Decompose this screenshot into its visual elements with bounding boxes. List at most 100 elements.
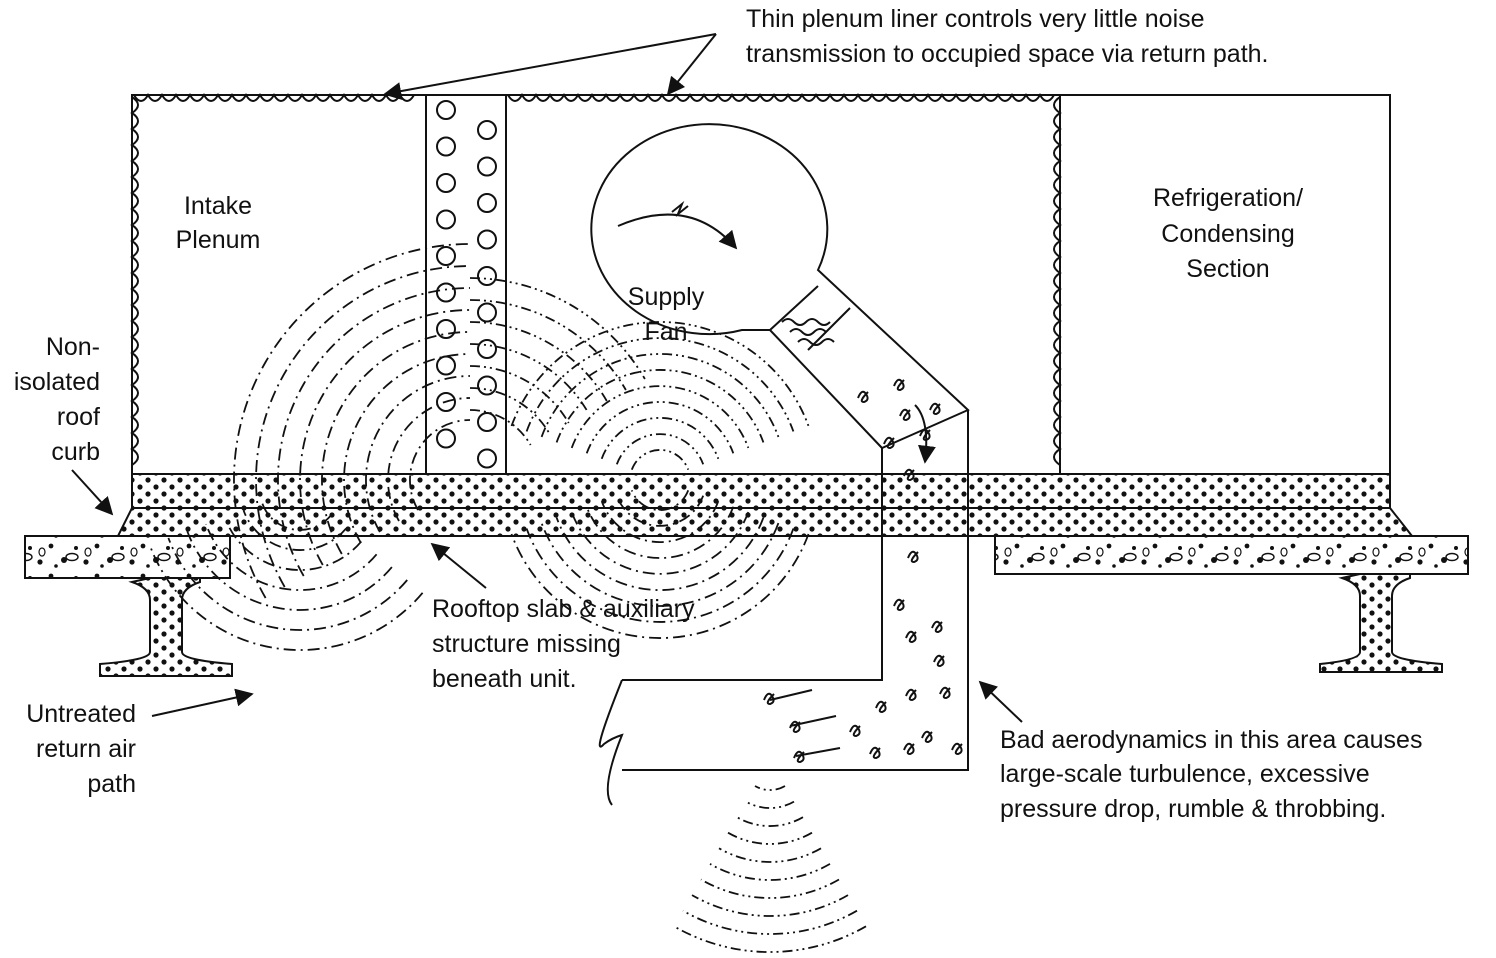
curb-label-2: isolated bbox=[14, 368, 100, 396]
noise-wave-arc bbox=[277, 287, 471, 577]
noise-wave-arc bbox=[223, 517, 362, 571]
slab-label-1: Rooftop slab & auxiliary bbox=[432, 595, 695, 623]
fan-rotation-arrow bbox=[617, 213, 738, 250]
noise-wave-arc bbox=[600, 416, 720, 460]
flex-connector-waves bbox=[781, 318, 835, 346]
coil-circle bbox=[477, 339, 497, 359]
roof-slab-right bbox=[994, 535, 1469, 575]
noise-wave-arc bbox=[585, 506, 735, 559]
noise-wave-arc bbox=[555, 369, 765, 443]
turbulence-squiggle bbox=[931, 620, 943, 634]
liner-note-line-2: transmission to occupied space via retur… bbox=[746, 40, 1269, 68]
noise-wave-arc bbox=[525, 337, 795, 432]
noise-wave-arc bbox=[570, 511, 750, 575]
coil-circle bbox=[477, 156, 497, 177]
turbulence-squiggle bbox=[883, 436, 895, 450]
coil-circle bbox=[436, 246, 456, 266]
roof-slab-left bbox=[24, 535, 231, 579]
supply-duct bbox=[622, 410, 969, 771]
coil-circle bbox=[477, 375, 497, 396]
plenum-liner bbox=[130, 93, 1062, 466]
coil-circle bbox=[436, 319, 456, 339]
fan-rotation-tick bbox=[671, 200, 689, 218]
noise-wave-arc bbox=[727, 831, 813, 845]
coil-circle bbox=[477, 229, 497, 250]
noise-wave-arc bbox=[167, 537, 408, 631]
return-label-1: Untreated bbox=[26, 700, 136, 728]
turbulence-line bbox=[789, 715, 837, 727]
curb-label-3: roof bbox=[57, 403, 100, 431]
noise-wave-arc bbox=[600, 500, 720, 544]
noise-wave-arc bbox=[233, 243, 471, 599]
turbulence-squiggle bbox=[793, 750, 805, 764]
noise-wave-arc bbox=[570, 385, 750, 449]
turbulence-line bbox=[795, 747, 841, 757]
turbulence-squiggle bbox=[875, 700, 887, 714]
duct-flow-arrow bbox=[914, 404, 936, 464]
duct-break bbox=[598, 679, 624, 806]
intake-label-1: Intake bbox=[184, 192, 252, 220]
turbulence-squiggle bbox=[789, 720, 801, 734]
return-label-2: return air bbox=[36, 735, 136, 763]
curb-label-1: Non- bbox=[46, 333, 100, 361]
coil-circle bbox=[477, 120, 497, 140]
noise-wave-arc bbox=[615, 495, 705, 527]
noise-wave-arc bbox=[469, 321, 608, 402]
coil-circle bbox=[477, 412, 497, 432]
supply-label-2: Fan bbox=[644, 318, 687, 346]
noise-wave-arc bbox=[469, 365, 570, 424]
liner-scallop bbox=[1053, 96, 1062, 466]
liner-scallop bbox=[133, 93, 415, 102]
refrig-label-2: Condensing bbox=[1161, 220, 1294, 248]
flex-connector bbox=[769, 285, 851, 351]
supply-label-1: Supply bbox=[628, 283, 705, 311]
noise-waves bbox=[148, 243, 867, 953]
coil-circle bbox=[477, 448, 497, 469]
noise-wave-arc bbox=[540, 353, 780, 438]
turbulence-marks bbox=[763, 378, 963, 764]
supply-fan-housing bbox=[590, 123, 970, 450]
noise-wave-arc bbox=[261, 503, 332, 531]
return-label-3: path bbox=[87, 770, 136, 798]
turbulence-squiggle bbox=[857, 390, 869, 404]
noise-wave-arc bbox=[630, 449, 690, 471]
coil-circle bbox=[436, 282, 456, 303]
refrig-label-1: Refrigeration/ bbox=[1153, 184, 1303, 212]
turbulence-squiggle bbox=[903, 742, 915, 756]
turbulence-squiggle bbox=[919, 428, 931, 442]
noise-wave-arc bbox=[469, 277, 646, 380]
noise-wave-arc bbox=[469, 343, 589, 413]
noise-wave-arc bbox=[343, 353, 471, 544]
turbulence-squiggle bbox=[899, 408, 911, 422]
coil-circle bbox=[436, 355, 456, 376]
turbulence-squiggle bbox=[929, 402, 941, 416]
noise-wave-arc bbox=[469, 409, 532, 446]
noise-wave-arc bbox=[615, 433, 705, 465]
noise-wave-arc bbox=[365, 375, 471, 533]
turbulence-squiggle bbox=[905, 688, 917, 702]
liner-scallop bbox=[130, 96, 139, 466]
coil-circle bbox=[436, 428, 456, 449]
i-beam-left bbox=[99, 577, 233, 677]
noise-wave-arc bbox=[754, 785, 786, 791]
noise-wave-arc bbox=[186, 530, 393, 611]
roof-curb bbox=[116, 473, 1415, 537]
filter-coil-bank bbox=[425, 94, 507, 475]
aero-label-2: large-scale turbulence, excessive bbox=[1000, 760, 1370, 788]
slab-label-2: structure missing bbox=[432, 630, 621, 658]
liner-note-line-1: Thin plenum liner controls very little n… bbox=[746, 5, 1205, 33]
noise-wave-arc bbox=[510, 321, 810, 427]
aero-arrow bbox=[978, 680, 1023, 723]
liner-scallop bbox=[507, 93, 1055, 102]
turbulence-squiggle bbox=[907, 550, 919, 564]
intake-plenum-box bbox=[131, 94, 427, 475]
noise-wave-arc bbox=[255, 265, 471, 588]
curb-arrow bbox=[71, 469, 114, 516]
turbulence-squiggle bbox=[849, 724, 861, 738]
refrigeration-section-box bbox=[1059, 94, 1391, 475]
turbulence-squiggle bbox=[951, 742, 963, 756]
i-beam-right bbox=[1319, 573, 1443, 673]
coil-circle bbox=[436, 136, 456, 157]
noise-wave-arc bbox=[673, 925, 867, 953]
noise-wave-arc bbox=[540, 522, 780, 607]
